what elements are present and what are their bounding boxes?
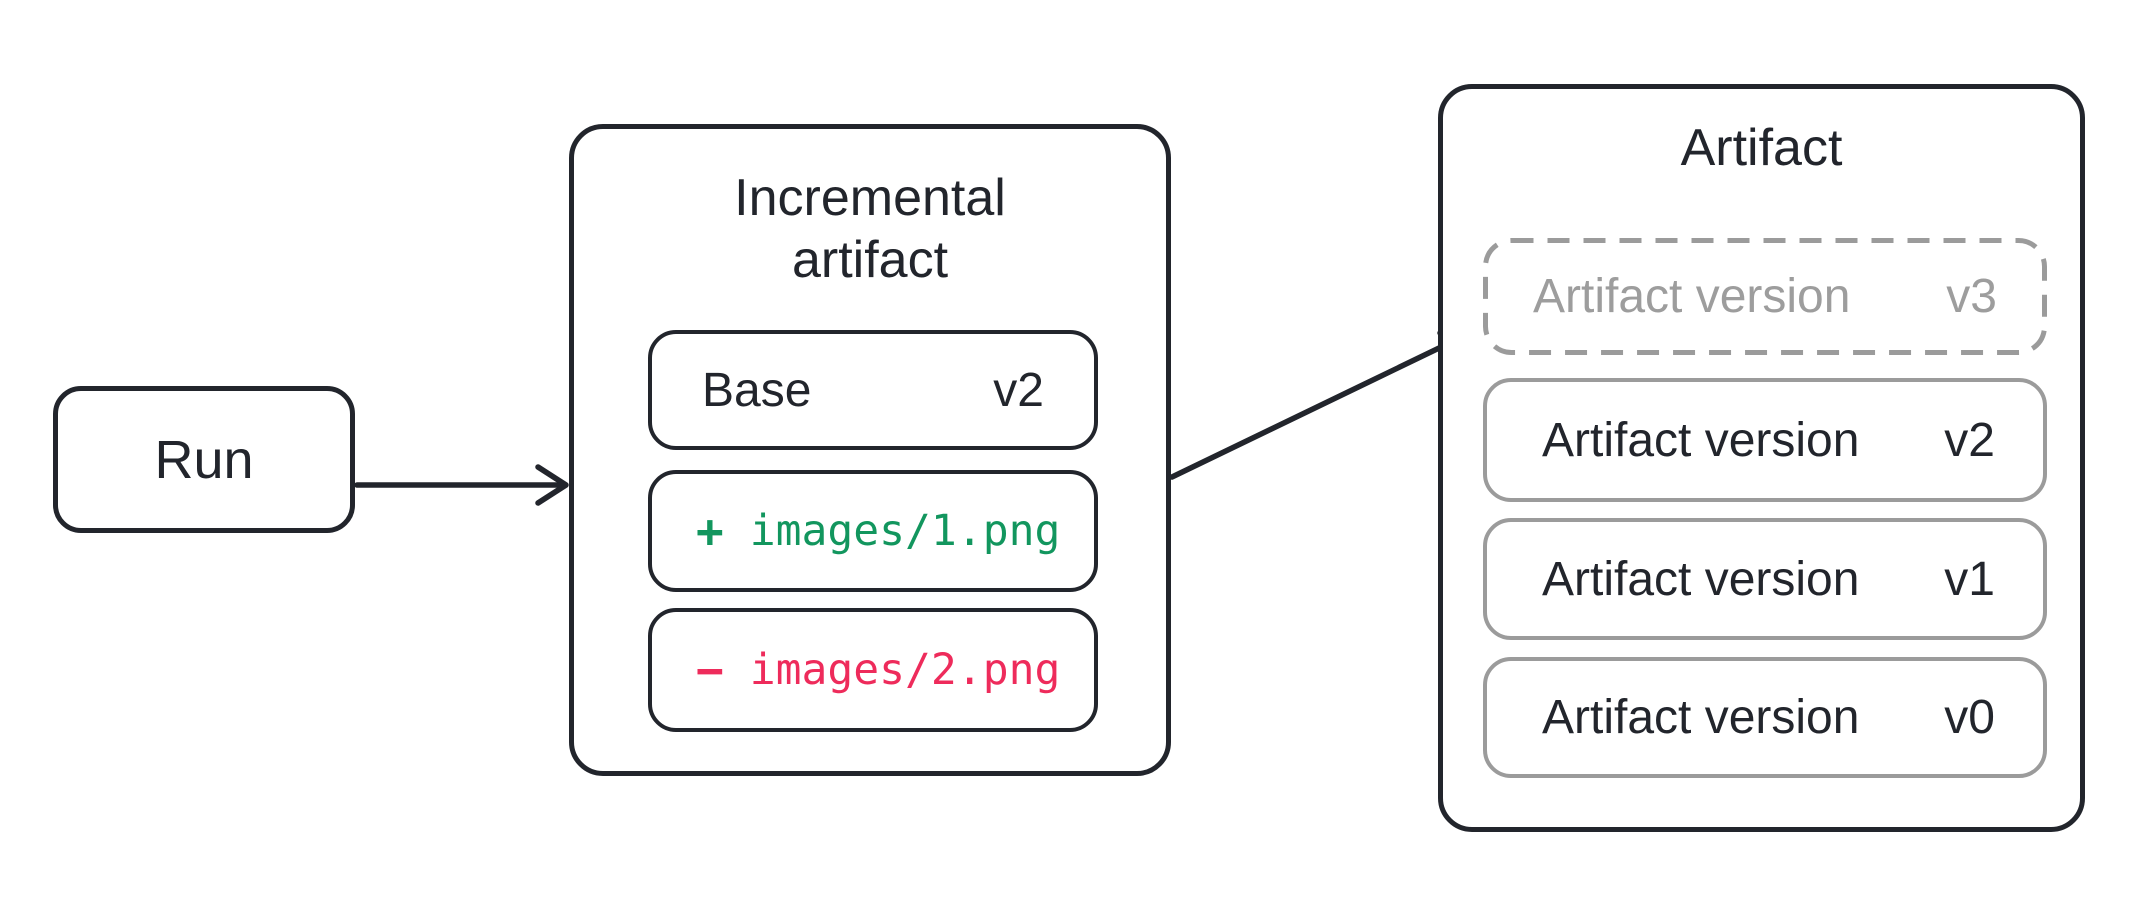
artifact-version-label: Artifact version: [1533, 270, 1851, 323]
artifact-version-number: v0: [1944, 691, 1995, 744]
arrow-incremental-to-artifact: [1169, 330, 1473, 480]
artifact-version-label: Artifact version: [1542, 413, 1860, 467]
plus-icon: +: [696, 504, 724, 558]
artifact-version-label: Artifact version: [1542, 552, 1860, 606]
base-label: Base: [702, 363, 812, 417]
artifact-version-row: Artifact version v1: [1483, 518, 2047, 640]
run-label: Run: [154, 429, 254, 490]
artifact-version-row: Artifact version v0: [1483, 657, 2047, 778]
arrowhead-icon: [535, 464, 569, 506]
incremental-artifact-title: Incremental artifact: [734, 169, 1006, 289]
artifact-node: Artifact Artifact version v3 Artifact ve…: [1438, 84, 2085, 832]
removed-file-row: − images/2.png: [648, 608, 1098, 732]
removed-file-path: images/2.png: [749, 645, 1061, 695]
run-node: Run: [53, 386, 355, 533]
base-version-row: Base v2: [648, 330, 1098, 450]
added-file-path: images/1.png: [749, 506, 1061, 556]
incremental-artifact-node: Incremental artifact Base v2 + images/1.…: [569, 124, 1171, 776]
artifact-version-row-pending: Artifact version v3: [1483, 238, 2047, 355]
artifact-version-number: v2: [1944, 413, 1995, 467]
artifact-version-number: v1: [1944, 552, 1995, 606]
minus-icon: −: [696, 643, 724, 697]
added-file-row: + images/1.png: [648, 470, 1098, 592]
artifact-version-row: Artifact version v2: [1483, 378, 2047, 502]
arrow-run-to-incremental: [354, 464, 569, 506]
artifact-version-label: Artifact version: [1542, 691, 1860, 744]
artifact-version-number: v3: [1946, 270, 1997, 323]
base-version-number: v2: [993, 363, 1044, 417]
artifact-title: Artifact: [1680, 119, 1843, 177]
